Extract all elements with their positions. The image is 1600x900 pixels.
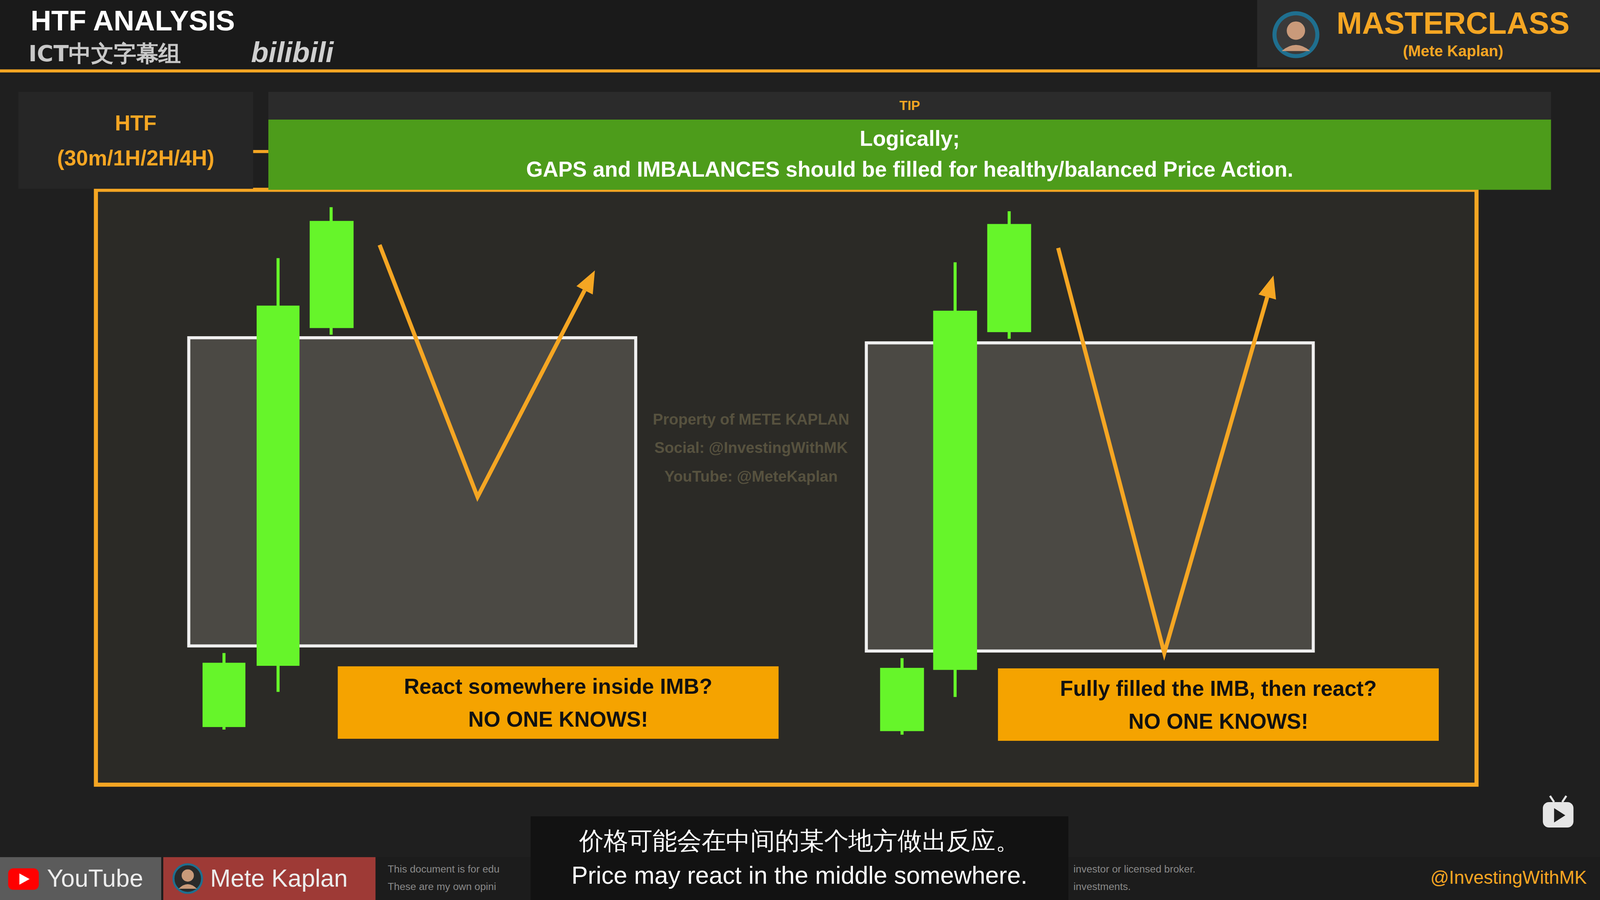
- arrow-head: [1258, 275, 1276, 300]
- watermark-text: YouTube: @MeteKaplan: [664, 467, 838, 485]
- node-text: YouTube: [47, 863, 144, 894]
- node-text: Price may react in the middle somewhere.: [571, 858, 1028, 893]
- play-frame: [1542, 802, 1574, 828]
- node-text: 价格可能会在中间的某个地方做出反应。: [579, 823, 1020, 858]
- node-text: GAPS and IMBALANCES should be filled for…: [526, 154, 1294, 186]
- imbalance-box: [188, 337, 636, 647]
- candle-body: [987, 224, 1031, 332]
- connector-tick: [252, 150, 269, 153]
- candle-body: [933, 311, 977, 670]
- avatar-body: [1281, 45, 1311, 52]
- disclaimer: investor or licensed broker.: [1073, 863, 1196, 875]
- question-box: Fully filled the IMB, then react?NO ONE …: [997, 668, 1439, 741]
- brand-title: MASTERCLASS: [1336, 6, 1570, 42]
- avatar-bg: [1276, 15, 1316, 55]
- avatar-face: [1286, 21, 1305, 40]
- node-text: HTF: [115, 105, 157, 140]
- disclaimer: investments.: [1073, 880, 1131, 893]
- candle-body: [880, 668, 924, 731]
- candle-body: [257, 306, 299, 666]
- social-handle: @InvestingWithMK: [1430, 867, 1587, 889]
- candle-body: [310, 221, 353, 328]
- watermark-text: Social: @InvestingWithMK: [654, 438, 848, 457]
- watermark-text: Property of METE KAPLAN: [652, 410, 850, 428]
- question-box: React somewhere inside IMB?NO ONE KNOWS!: [337, 666, 779, 739]
- watermark-group: ICT中文字幕组: [28, 40, 182, 67]
- brand-panel: [1257, 0, 1600, 68]
- node-text: Logically;: [859, 123, 960, 155]
- subtitle-box: 价格可能会在中间的某个地方做出反应。Price may react in the…: [530, 816, 1069, 900]
- channel-button: YouTube: [0, 857, 162, 900]
- header-bar: [0, 0, 1600, 70]
- avatar-ring: [1272, 11, 1320, 59]
- price-path: [1058, 247, 1268, 653]
- tip-band: TIP Logically;GAPS and IMBALANCES should …: [268, 91, 1551, 190]
- header-rule: [0, 69, 1600, 73]
- brand-subtitle: (Mete Kaplan): [1402, 41, 1504, 60]
- price-path: [379, 245, 585, 498]
- play-triangle: [1554, 808, 1566, 823]
- play-antenna: [1550, 795, 1555, 803]
- candle-body: [202, 663, 245, 727]
- youtube-play: [19, 873, 30, 885]
- disclaimer: These are my own opini: [387, 880, 497, 893]
- avatar-ring: [173, 864, 203, 893]
- youtube-logo: [8, 868, 39, 890]
- node-text: NO ONE KNOWS!: [1128, 704, 1308, 737]
- avatar-face: [181, 869, 194, 882]
- play-antenna: [1562, 795, 1567, 803]
- node-text: Mete Kaplan: [210, 863, 348, 894]
- avatar-body: [178, 884, 198, 889]
- timeframe-box: HTF(30m/1H/2H/4H): [18, 91, 253, 189]
- node-text: (30m/1H/2H/4H): [57, 140, 215, 175]
- play-icon: [1542, 795, 1574, 828]
- watermark-logo: bilibili: [250, 36, 334, 70]
- disclaimer: This document is for edu: [387, 863, 500, 875]
- node-text: React somewhere inside IMB?: [403, 670, 713, 703]
- node-text: Fully filled the IMB, then react?: [1060, 672, 1377, 705]
- arrow-head: [576, 270, 595, 295]
- node-text: TIP: [899, 91, 920, 120]
- chart-panel: [95, 190, 1477, 785]
- slide-title: HTF ANALYSIS: [30, 5, 235, 38]
- author-button: Mete Kaplan: [163, 857, 376, 900]
- node-text: NO ONE KNOWS!: [468, 702, 648, 735]
